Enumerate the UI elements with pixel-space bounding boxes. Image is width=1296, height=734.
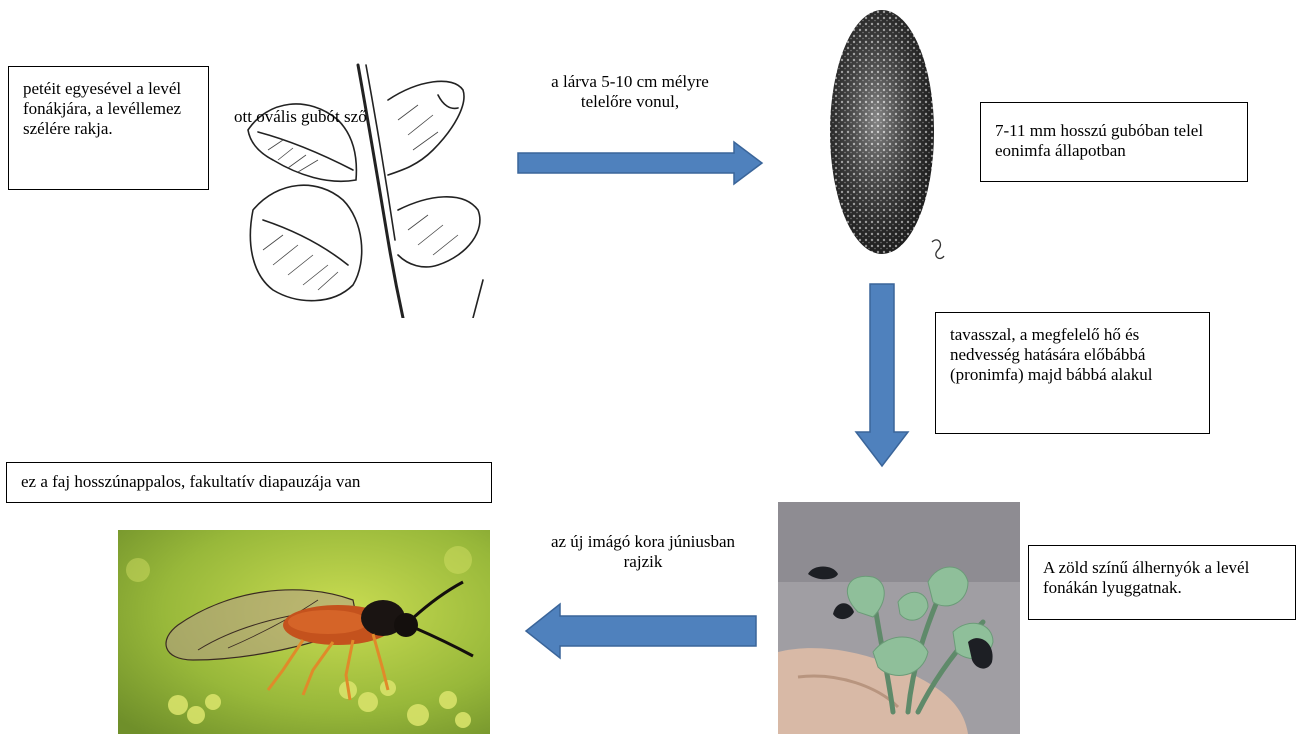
arrow-down	[854, 282, 910, 468]
leaf-sketch-image	[238, 60, 492, 318]
larvae-photo	[778, 502, 1020, 734]
arrow-left	[524, 602, 758, 660]
arrow-right-label: a lárva 5-10 cm mélyre telelőre vonul,	[530, 72, 730, 112]
leaf-sketch-icon	[238, 60, 492, 318]
arrow-left-label: az új imágó kora júniusban rajzik	[548, 532, 738, 572]
leaf-overlay-label: ott ovális gubót sző	[234, 107, 404, 127]
box-diapause: ez a faj hosszúnappalos, fakultatív diap…	[6, 462, 492, 503]
sawfly-photo	[118, 530, 490, 734]
adult-sawfly-photo	[118, 530, 490, 734]
box-spring: tavasszal, a megfelelő hő és nedvesség h…	[935, 312, 1210, 434]
box-cocoon: 7-11 mm hosszú gubóban telel eonimfa áll…	[980, 102, 1248, 182]
arrow-right	[516, 140, 764, 186]
cocoon-image	[822, 4, 948, 272]
cocoon-icon	[822, 4, 948, 272]
box-larvae: A zöld színű álhernyók a levél fonákán l…	[1028, 545, 1296, 620]
box-eggs: petéit egyesével a levél fonákjára, a le…	[8, 66, 209, 190]
